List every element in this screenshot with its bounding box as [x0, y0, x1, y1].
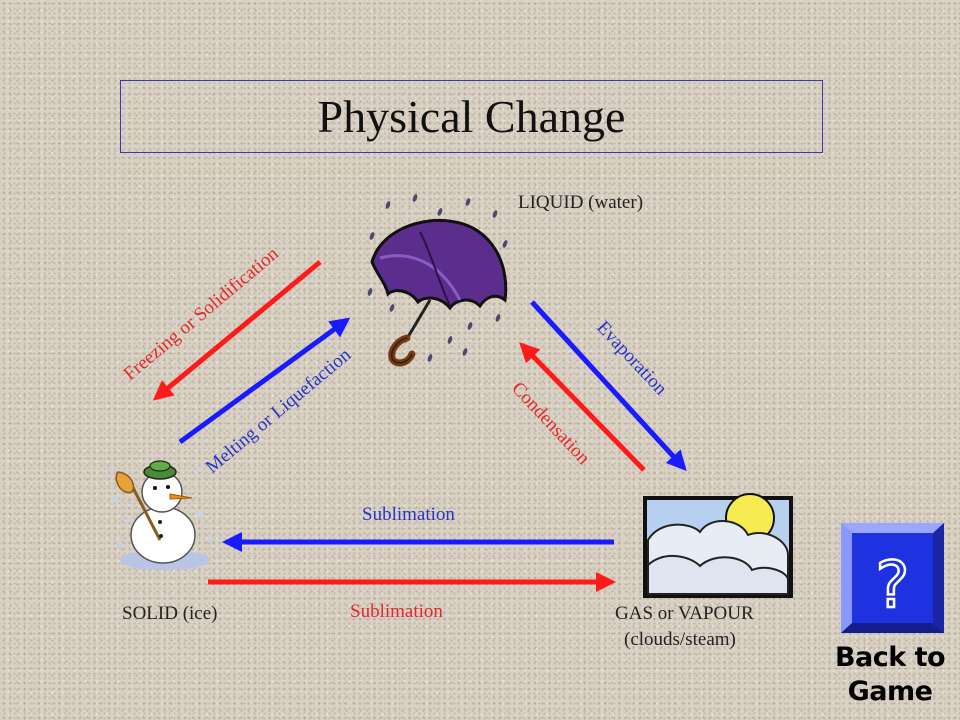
evaporation-arrow	[530, 300, 687, 471]
snowman-icon	[109, 460, 213, 570]
clouds-sun-icon	[643, 493, 793, 598]
gas-label-line1: GAS or VAPOUR	[615, 603, 754, 624]
title-box: Physical Change	[120, 80, 823, 153]
page-title: Physical Change	[317, 90, 626, 142]
liquid-label: LIQUID (water)	[518, 192, 643, 213]
solid-label: SOLID (ice)	[122, 603, 218, 624]
question-mark-icon: ?	[876, 549, 910, 623]
evaporation-label: Evaporation	[592, 317, 671, 400]
question-button[interactable]: ?	[841, 523, 944, 633]
melting-arrow	[178, 317, 351, 445]
condensation-label: Condensation	[507, 378, 594, 469]
sublimation-bottom-label: Sublimation	[350, 601, 443, 622]
condensation-arrow	[519, 342, 646, 472]
back-label-line2: Game	[847, 676, 933, 707]
gas-label-line2: (clouds/steam)	[624, 629, 736, 650]
sublimation-top-label: Sublimation	[362, 504, 455, 525]
back-label-line1: Back to	[834, 642, 946, 673]
back-to-game-link[interactable]: Back to Game	[820, 641, 960, 709]
freezing-arrow	[152, 260, 322, 401]
umbrella-icon	[367, 194, 508, 367]
